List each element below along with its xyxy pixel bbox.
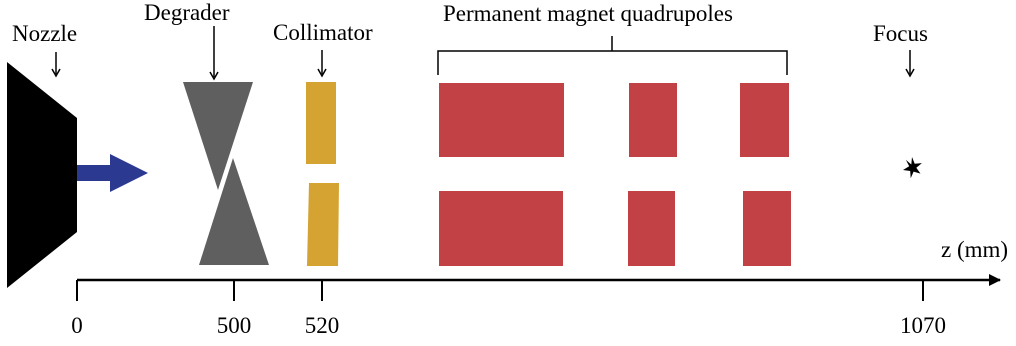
tick-label-1070: 1070 bbox=[900, 313, 946, 338]
quadrupole-2-upper bbox=[629, 83, 677, 157]
degrader-wedge-bottom bbox=[199, 158, 269, 265]
tick-label-0: 0 bbox=[71, 313, 83, 338]
quadrupole-2-lower bbox=[628, 191, 675, 266]
collimator-pointer-arrow bbox=[317, 50, 327, 78]
quadrupole-1-upper bbox=[439, 83, 564, 157]
tick-label-500: 500 bbox=[217, 313, 252, 338]
collimator-label: Collimator bbox=[273, 20, 373, 45]
quadrupole-1-lower bbox=[439, 191, 563, 266]
nozzle-shape bbox=[7, 62, 77, 288]
collimator-lower-block bbox=[307, 183, 339, 266]
nozzle-pointer-arrow bbox=[51, 52, 61, 78]
focus-label: Focus bbox=[873, 21, 928, 46]
quadrupole-3-lower bbox=[743, 191, 791, 266]
degrader-pointer-arrow bbox=[209, 26, 219, 81]
quadrupoles-bracket bbox=[437, 36, 788, 75]
nozzle-label: Nozzle bbox=[12, 21, 77, 46]
z-axis-label: z (mm) bbox=[941, 237, 1008, 262]
tick-label-520: 520 bbox=[305, 313, 340, 338]
degrader-label: Degrader bbox=[144, 0, 230, 25]
quadrupoles-label: Permanent magnet quadrupoles bbox=[443, 1, 733, 26]
focus-star bbox=[903, 157, 922, 179]
quadrupole-3-upper bbox=[740, 83, 789, 157]
beam-arrow bbox=[77, 154, 148, 192]
collimator-upper-block bbox=[306, 82, 336, 164]
focus-pointer-arrow bbox=[905, 50, 915, 78]
degrader-wedge-top bbox=[183, 82, 253, 190]
